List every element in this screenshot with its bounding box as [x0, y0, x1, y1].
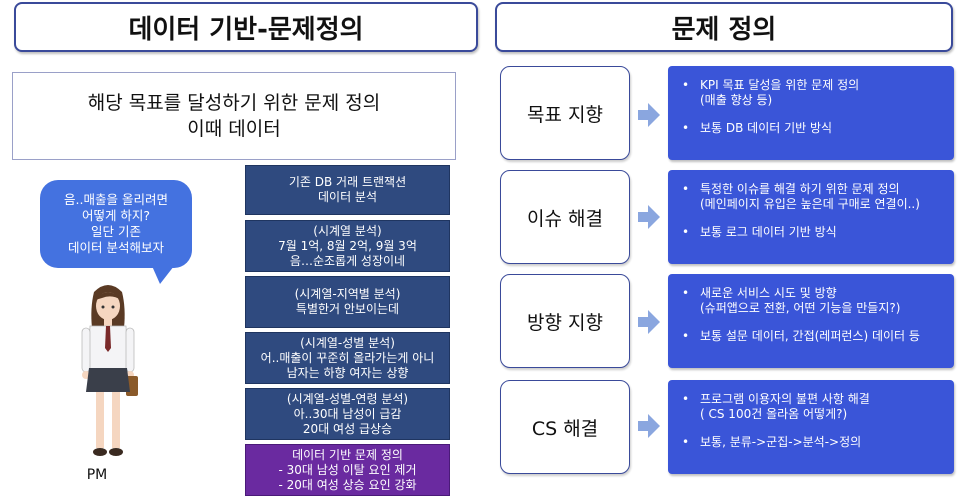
goal-line-1: 해당 목표를 달성하기 위한 문제 정의: [87, 92, 381, 114]
description-item: 보통, 분류->군집->분석->정의: [676, 435, 946, 450]
description-line: 특정한 이슈를 해결 하기 위한 문제 정의: [700, 182, 900, 196]
arrow-right-icon: [638, 310, 660, 334]
analysis-step: (시계열-지역별 분석) 특별한거 안보이는데: [245, 276, 450, 328]
description-line: 프로그램 이용자의 불편 사항 해결: [700, 392, 870, 406]
description-item: 프로그램 이용자의 불편 사항 해결 ( CS 100건 올라옴 어떻게?): [676, 392, 946, 422]
step-line: 데이터 분석: [317, 190, 377, 204]
right-section-header: 문제 정의: [495, 2, 953, 52]
description-box: 특정한 이슈를 해결 하기 위한 문제 정의 (메인페이지 유입은 높은데 구매…: [668, 170, 954, 264]
arrow-right-icon: [638, 103, 660, 127]
step-line: 기존 DB 거래 트랜잭션: [288, 175, 407, 189]
analysis-step: 기존 DB 거래 트랜잭션 데이터 분석: [245, 165, 450, 215]
description-line: ( CS 100건 올라옴 어떻게?): [700, 407, 848, 421]
arrow-right-icon: [638, 205, 660, 229]
final-step: 데이터 기반 문제 정의 - 30대 남성 이탈 요인 제거 - 20대 여성 …: [245, 444, 450, 496]
bubble-line: 데이터 분석해보자: [68, 240, 164, 255]
description-line: 보통 설문 데이터, 간접(레퍼런스) 데이터 등: [700, 329, 920, 343]
pm-label: PM: [86, 467, 108, 483]
description-line: KPI 목표 달성을 위한 문제 정의: [700, 78, 860, 92]
description-line: 보통 로그 데이터 기반 방식: [700, 225, 837, 239]
category-box: CS 해결: [500, 380, 630, 474]
speech-bubble: 음..매출을 올리려면 어떻게 하지? 일단 기존 데이터 분석해보자: [40, 180, 192, 268]
description-item: 보통 설문 데이터, 간접(레퍼런스) 데이터 등: [676, 329, 946, 344]
step-line: 데이터 기반 문제 정의: [292, 447, 403, 462]
description-box: 프로그램 이용자의 불편 사항 해결 ( CS 100건 올라옴 어떻게?) 보…: [668, 380, 954, 474]
description-line: 새로운 서비스 시도 및 방향: [700, 286, 837, 300]
category-box: 목표 지향: [500, 66, 630, 160]
step-line: 아..30대 남성이 급감: [293, 406, 402, 421]
arrow-right-icon: [638, 414, 660, 438]
step-line: - 30대 남성 이탈 요인 제거: [278, 462, 417, 477]
analysis-step: (시계열 분석) 7월 1억, 8월 2억, 9월 3억 음…순조롭게 성장이네: [245, 220, 450, 272]
description-line: (슈퍼앱으로 전환, 어떤 기능을 만들지?): [700, 301, 901, 315]
description-item: KPI 목표 달성을 위한 문제 정의 (매출 향상 등): [676, 78, 946, 108]
description-line: 보통, 분류->군집->분석->정의: [700, 435, 862, 449]
bubble-line: 일단 기존: [91, 224, 141, 239]
category-box: 이슈 해결: [500, 170, 630, 264]
step-line: 20대 여성 급상승: [302, 421, 393, 436]
step-line: 어..매출이 꾸준히 올라가는게 아니: [260, 350, 435, 365]
category-box: 방향 지향: [500, 274, 630, 368]
description-item: 보통 DB 데이터 기반 방식: [676, 121, 946, 136]
description-item: 보통 로그 데이터 기반 방식: [676, 225, 946, 240]
analysis-step: (시계열-성별-연령 분석) 아..30대 남성이 급감 20대 여성 급상승: [245, 388, 450, 440]
step-line: (시계열-성별 분석): [300, 335, 395, 350]
description-item: 새로운 서비스 시도 및 방향 (슈퍼앱으로 전환, 어떤 기능을 만들지?): [676, 286, 946, 316]
description-line: (메인페이지 유입은 높은데 구매로 연결이..): [700, 197, 920, 211]
step-line: 남자는 하향 여자는 상향: [286, 365, 409, 380]
step-line: 음…순조롭게 성장이네: [289, 253, 406, 268]
speech-bubble-tail: [152, 266, 174, 284]
bubble-line: 음..매출을 올리려면: [64, 192, 168, 207]
description-box: 새로운 서비스 시도 및 방향 (슈퍼앱으로 전환, 어떤 기능을 만들지?) …: [668, 274, 954, 368]
analysis-step: (시계열-성별 분석) 어..매출이 꾸준히 올라가는게 아니 남자는 하향 여…: [245, 332, 450, 384]
bubble-line: 어떻게 하지?: [81, 208, 151, 223]
description-line: 보통 DB 데이터 기반 방식: [700, 121, 833, 135]
description-box: KPI 목표 달성을 위한 문제 정의 (매출 향상 등) 보통 DB 데이터 …: [668, 66, 954, 160]
left-section-header: 데이터 기반-문제정의: [14, 2, 478, 52]
step-line: 특별한거 안보이는데: [295, 302, 400, 316]
description-line: (매출 향상 등): [700, 93, 773, 107]
step-line: (시계열-성별-연령 분석): [286, 391, 409, 406]
goal-box: 해당 목표를 달성하기 위한 문제 정의 이때 데이터: [12, 72, 456, 160]
goal-line-2: 이때 데이터: [187, 118, 281, 140]
step-line: 7월 1억, 8월 2억, 9월 3억: [278, 238, 417, 253]
step-line: (시계열 분석): [313, 223, 382, 238]
description-item: 특정한 이슈를 해결 하기 위한 문제 정의 (메인페이지 유입은 높은데 구매…: [676, 182, 946, 212]
step-line: (시계열-지역별 분석): [294, 287, 401, 301]
pm-character-illustration: [81, 285, 138, 456]
step-line: - 20대 여성 상승 요인 강화: [278, 477, 417, 492]
